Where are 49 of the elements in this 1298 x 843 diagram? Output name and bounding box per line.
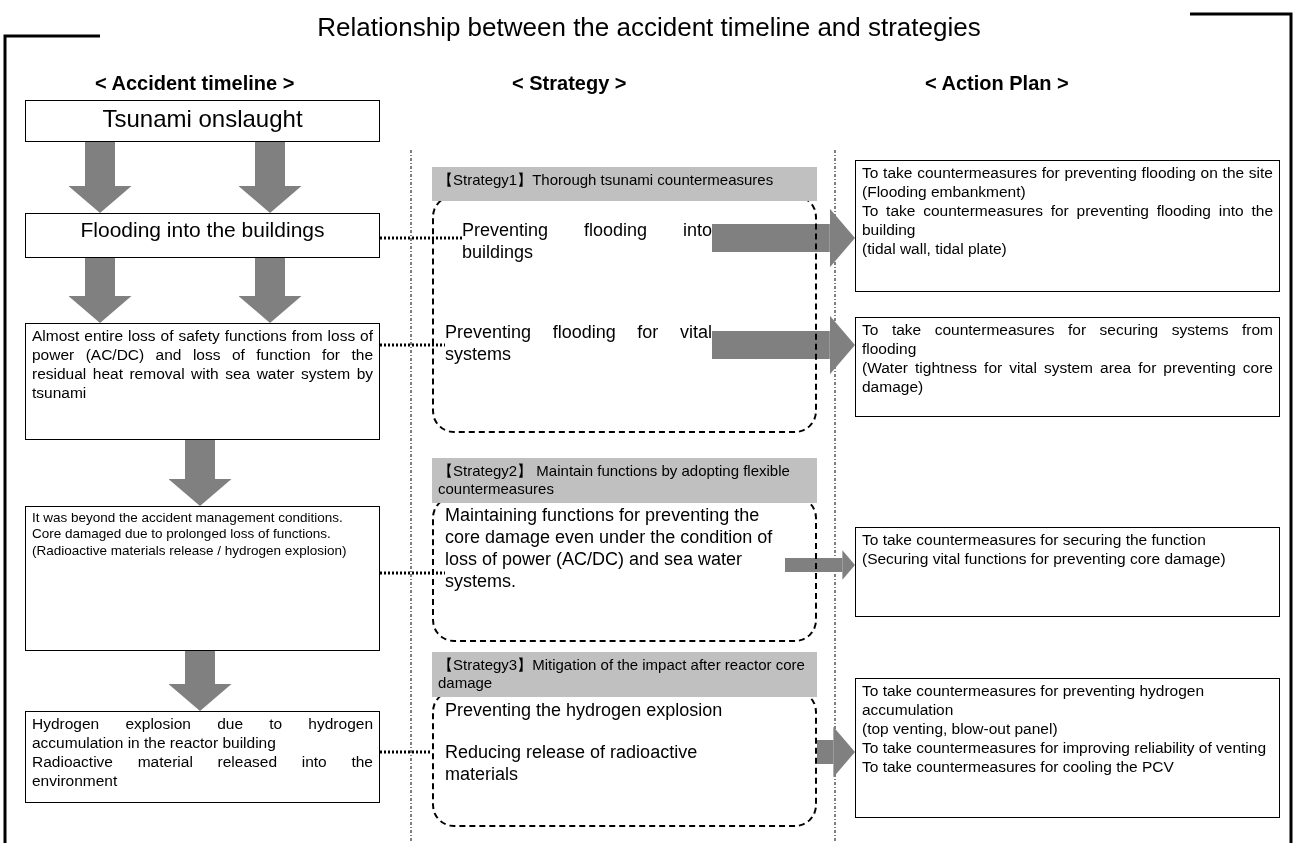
box-text: Radioactive material released into the environment [32, 752, 373, 791]
group-heading: 【Strategy1】Thorough tsunami countermeasures [432, 167, 817, 201]
box-text: To take countermeasures for improving reliability of venting [862, 738, 1268, 758]
action-plan-box [855, 317, 1280, 417]
group-heading: 【Strategy3】Mitigation of the impact after reactor core damage [432, 652, 817, 697]
box-text: To take countermeasures for preventing hydrogen accumulation [862, 682, 1206, 720]
arrow [238, 142, 302, 213]
action-plan-box [855, 160, 1280, 292]
action-plan-box [855, 527, 1280, 617]
arrow [238, 258, 302, 323]
event-box: Flooding into the buildings [25, 213, 380, 258]
box-text: To take countermeasures for securing systems from flooding [862, 321, 1273, 359]
event-box: Almost entire loss of safety functions from loss of power (AC/DC) and loss of function for the residual heat removal with sea water system by tsunami [25, 323, 380, 440]
box-text: It was beyond the accident management conditions. Core damaged due to prolonged loss of functions. [32, 510, 344, 543]
group-heading: 【Strategy2】 Maintain functions by adopting flexible countermeasures [432, 458, 817, 503]
strategy-item: Reducing release of radioactive materials [445, 742, 745, 792]
arrow [712, 208, 855, 268]
arrow [68, 142, 132, 213]
strategy-item: Preventing flooding into buildings [462, 220, 712, 266]
box-text: To take countermeasures for preventing flooding on the site (Flooding embankment) [862, 164, 1273, 202]
event-box: Tsunami onslaught [25, 100, 380, 142]
arrow [68, 258, 132, 323]
arrow [817, 726, 855, 778]
column-heading: < Accident timeline > [95, 72, 295, 95]
box-text: (Radioactive materials release / hydrogen explosion) [32, 542, 348, 560]
dotted-connector [380, 750, 432, 754]
box-text: (Water tightness for vital system area for preventing core damage) [862, 358, 1273, 397]
event-box [25, 506, 380, 651]
box-text: (top venting, blow-out panel) [862, 719, 1059, 739]
action-plan-box [855, 678, 1280, 818]
dotted-connector [380, 236, 462, 240]
box-text: Hydrogen explosion due to hydrogen accumulation in the reactor building [32, 715, 373, 753]
box-text: To take countermeasures for cooling the PCV [862, 757, 1175, 777]
dotted-connector [380, 571, 445, 575]
box-text: To take countermeasures for securing the function [862, 531, 1207, 550]
column-heading: < Strategy > [512, 72, 627, 95]
strategy-item: Maintaining functions for preventing the core damage even under the condition of loss of power (AC/DC) and sea water systems. [445, 505, 785, 597]
diagram-title: Relationship between the accident timeline and strategies [316, 12, 982, 43]
box-text: (Securing vital functions for preventing core damage) [862, 549, 1227, 569]
column-heading: < Action Plan > [925, 72, 1069, 95]
arrow [168, 440, 232, 506]
event-box [25, 711, 380, 803]
strategy-item: Preventing flooding for vital systems [445, 322, 712, 368]
dotted-connector [380, 343, 445, 347]
arrow [168, 651, 232, 711]
strategy-item: Preventing the hydrogen explosion [445, 700, 775, 726]
arrow [785, 550, 855, 580]
box-text: (tidal wall, tidal plate) [862, 239, 1008, 259]
box-text: To take countermeasures for preventing flooding into the building [862, 201, 1273, 240]
